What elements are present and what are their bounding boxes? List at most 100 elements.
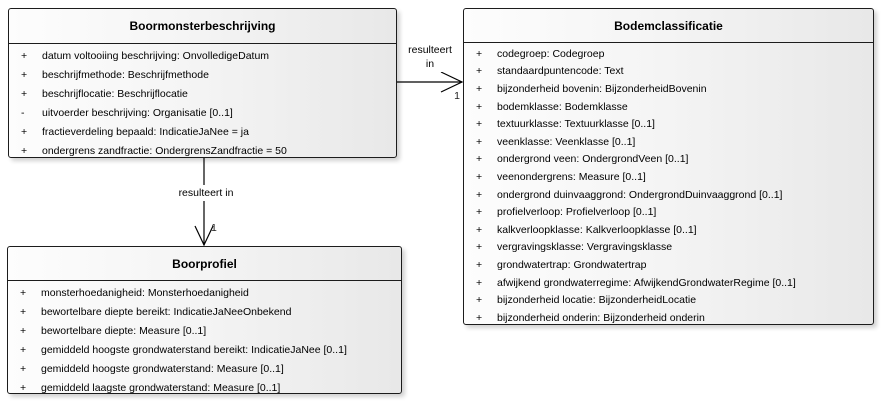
visibility-marker: + xyxy=(476,170,483,183)
attribute-text: datum voltooiing beschrijving: Onvolledi… xyxy=(42,49,270,62)
association-label-resulteert-in-vertical: resulteert in xyxy=(160,185,252,201)
visibility-marker: + xyxy=(476,223,483,236)
class-bodemclassificatie: Bodemclassificatie + codegroep: Codegroe… xyxy=(463,8,874,325)
visibility-marker: + xyxy=(476,135,483,148)
visibility-marker: + xyxy=(476,311,483,324)
visibility-marker: + xyxy=(476,258,483,271)
visibility-marker: + xyxy=(476,188,483,201)
attribute-row: + standaardpuntencode: Text xyxy=(464,63,873,81)
attribute-text: vergravingsklasse: Vergravingsklasse xyxy=(497,241,673,254)
visibility-marker: + xyxy=(476,206,483,219)
attribute-text: veenklasse: Veenklasse [0..1] xyxy=(497,135,636,148)
attribute-row: + bijzonderheid bovenin: BijzonderheidBo… xyxy=(464,80,873,98)
attribute-compartment: + datum voltooiing beschrijving: Onvolle… xyxy=(9,44,396,160)
attribute-text: afwijkend grondwaterregime: AfwijkendGro… xyxy=(497,276,796,289)
attribute-text: beschrijfmethode: Beschrijfmethode xyxy=(42,68,209,81)
open-arrowhead-right-icon xyxy=(440,71,464,93)
attribute-compartment: + codegroep: Codegroep + standaardpunten… xyxy=(464,43,873,327)
attribute-text: bijzonderheid locatie: BijzonderheidLoca… xyxy=(497,294,697,307)
attribute-text: bewortelbare diepte bereikt: IndicatieJa… xyxy=(41,305,292,318)
attribute-row: + codegroep: Codegroep xyxy=(464,45,873,63)
attribute-row: + grondwatertrap: Grondwatertrap xyxy=(464,256,873,274)
visibility-marker: + xyxy=(476,294,483,307)
visibility-marker: + xyxy=(476,241,483,254)
attribute-text: grondwatertrap: Grondwatertrap xyxy=(497,258,647,271)
attribute-row: + gemiddeld hoogste grondwaterstand bere… xyxy=(8,340,401,359)
open-arrowhead-down-icon xyxy=(194,225,214,247)
visibility-marker: + xyxy=(20,343,27,356)
attribute-row: + ondergrens zandfractie: OndergrensZand… xyxy=(9,141,396,160)
attribute-text: codegroep: Codegroep xyxy=(497,47,605,60)
visibility-marker: + xyxy=(476,47,483,60)
attribute-row: + ondergrond veen: OndergrondVeen [0..1] xyxy=(464,151,873,169)
association-label-line2: in xyxy=(425,58,435,70)
attribute-row: + monsterhoedanigheid: Monsterhoedanighe… xyxy=(8,283,401,302)
visibility-marker: + xyxy=(20,305,27,318)
attribute-row: + vergravingsklasse: Vergravingsklasse xyxy=(464,239,873,257)
attribute-text: monsterhoedanigheid: Monsterhoedanigheid xyxy=(41,286,249,299)
attribute-row: + profielverloop: Profielverloop [0..1] xyxy=(464,203,873,221)
class-title-boormonsterbeschrijving: Boormonsterbeschrijving xyxy=(9,9,396,44)
visibility-marker: + xyxy=(476,153,483,166)
visibility-marker: - xyxy=(21,106,25,119)
attribute-text: bijzonderheid onderin: Bijzonderheid ond… xyxy=(497,311,705,324)
attribute-row: + fractieverdeling bepaald: IndicatieJaN… xyxy=(9,122,396,141)
visibility-marker: + xyxy=(21,68,28,81)
attribute-text: ondergrond veen: OndergrondVeen [0..1] xyxy=(497,153,689,166)
attribute-row: + beschrijflocatie: Beschrijflocatie xyxy=(9,84,396,103)
attribute-row: + gemiddeld hoogste grondwaterstand: Mea… xyxy=(8,359,401,378)
attribute-text: bijzonderheid bovenin: BijzonderheidBove… xyxy=(497,82,707,95)
attribute-text: ondergrens zandfractie: OndergrensZandfr… xyxy=(42,144,287,157)
attribute-text: fractieverdeling bepaald: IndicatieJaNee… xyxy=(42,125,249,138)
class-boormonsterbeschrijving: Boormonsterbeschrijving + datum voltooii… xyxy=(8,8,397,158)
visibility-marker: + xyxy=(20,362,27,375)
visibility-marker: + xyxy=(476,118,483,131)
attribute-text: beschrijflocatie: Beschrijflocatie xyxy=(42,87,188,100)
attribute-text: kalkverloopklasse: Kalkverloopklasse [0.… xyxy=(497,223,697,236)
attribute-row: + bodemklasse: Bodemklasse xyxy=(464,98,873,116)
attribute-row: + gemiddeld laagste grondwaterstand: Mea… xyxy=(8,378,401,397)
attribute-text: ondergrond duinvaaggrond: OndergrondDuin… xyxy=(497,188,783,201)
attribute-compartment: + monsterhoedanigheid: Monsterhoedanighe… xyxy=(8,281,401,397)
attribute-text: standaardpuntencode: Text xyxy=(497,65,624,78)
multiplicity-boorprofiel: 1 xyxy=(211,222,217,234)
attribute-row: - uitvoerder beschrijving: Organisatie [… xyxy=(9,103,396,122)
visibility-marker: + xyxy=(476,100,483,113)
attribute-text: gemiddeld hoogste grondwaterstand bereik… xyxy=(41,343,347,356)
attribute-row: + textuurklasse: Textuurklasse [0..1] xyxy=(464,115,873,133)
visibility-marker: + xyxy=(476,82,483,95)
attribute-row: + kalkverloopklasse: Kalkverloopklasse [… xyxy=(464,221,873,239)
visibility-marker: + xyxy=(20,324,27,337)
visibility-marker: + xyxy=(20,381,27,394)
visibility-marker: + xyxy=(21,87,28,100)
attribute-row: + beschrijfmethode: Beschrijfmethode xyxy=(9,65,396,84)
association-label-resulteert-in-horizontal: resulteert in xyxy=(397,42,463,72)
attribute-row: + afwijkend grondwaterregime: AfwijkendG… xyxy=(464,274,873,292)
attribute-row: + ondergrond duinvaaggrond: OndergrondDu… xyxy=(464,186,873,204)
attribute-row: + veenondergrens: Measure [0..1] xyxy=(464,168,873,186)
attribute-text: veenondergrens: Measure [0..1] xyxy=(497,170,646,183)
visibility-marker: + xyxy=(21,125,28,138)
visibility-marker: + xyxy=(476,276,483,289)
visibility-marker: + xyxy=(21,49,28,62)
association-label-line1: resulteert xyxy=(408,44,452,56)
attribute-text: bewortelbare diepte: Measure [0..1] xyxy=(41,324,207,337)
class-title-boorprofiel: Boorprofiel xyxy=(8,247,401,281)
visibility-marker: + xyxy=(476,65,483,78)
attribute-text: gemiddeld hoogste grondwaterstand: Measu… xyxy=(41,362,284,375)
attribute-row: + bijzonderheid locatie: BijzonderheidLo… xyxy=(464,291,873,309)
attribute-row: + bewortelbare diepte: Measure [0..1] xyxy=(8,321,401,340)
multiplicity-bodemclassificatie: 1 xyxy=(454,90,460,102)
attribute-text: bodemklasse: Bodemklasse xyxy=(497,100,628,113)
class-boorprofiel: Boorprofiel + monsterhoedanigheid: Monst… xyxy=(7,246,402,394)
attribute-text: uitvoerder beschrijving: Organisatie [0.… xyxy=(42,106,233,119)
attribute-text: textuurklasse: Textuurklasse [0..1] xyxy=(497,118,655,131)
attribute-text: profielverloop: Profielverloop [0..1] xyxy=(497,206,657,219)
attribute-row: + bijzonderheid onderin: Bijzonderheid o… xyxy=(464,309,873,327)
visibility-marker: + xyxy=(21,144,28,157)
class-title-bodemclassificatie: Bodemclassificatie xyxy=(464,9,873,43)
visibility-marker: + xyxy=(20,286,27,299)
attribute-row: + bewortelbare diepte bereikt: Indicatie… xyxy=(8,302,401,321)
attribute-row: + datum voltooiing beschrijving: Onvolle… xyxy=(9,46,396,65)
